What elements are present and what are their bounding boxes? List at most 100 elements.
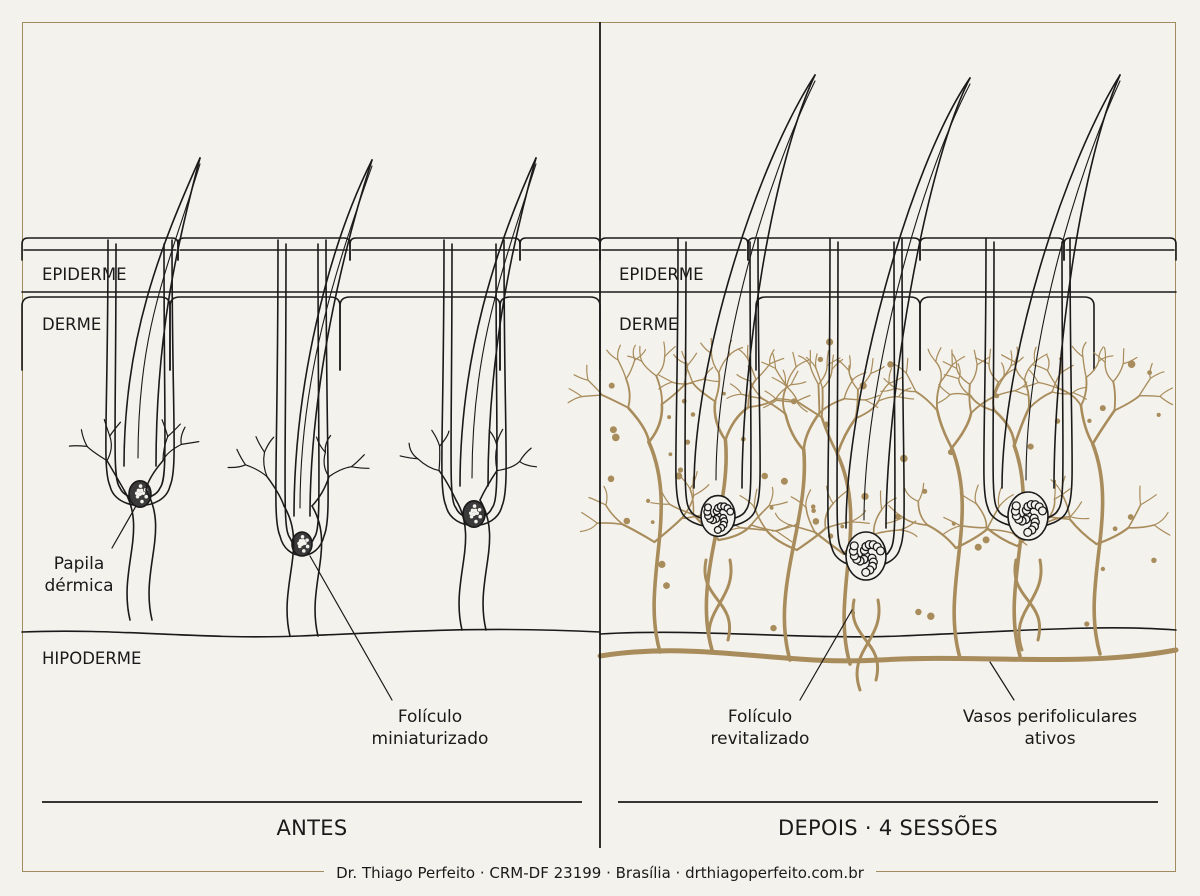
- after-vessel-branch: [655, 374, 663, 406]
- after-vessel-branch: [894, 387, 917, 393]
- after-vessel-branch: [936, 409, 953, 450]
- after-nutrient-dot: [650, 520, 655, 524]
- after-vessel-branch: [813, 531, 845, 556]
- before-vessel-branch: [438, 445, 441, 472]
- after-vessel-branch: [854, 400, 880, 420]
- after-nutrient-dot: [982, 536, 990, 544]
- after-vessel-branch: [714, 371, 721, 403]
- after-vessel-branch: [1069, 501, 1083, 518]
- after-vessel-trunk: [1012, 444, 1026, 658]
- after-vessel-branch: [740, 393, 763, 399]
- after-vessel-branch: [782, 384, 788, 416]
- before-vessel-branch: [438, 469, 457, 501]
- after-vessel-trunk: [949, 446, 964, 660]
- after-vessel-branch: [1098, 346, 1104, 362]
- after-vessel-branch: [1113, 394, 1141, 412]
- after-follicle-2-outer-sheath: [827, 237, 905, 569]
- after-vessel-branch: [588, 496, 607, 506]
- after-vessel-branch: [786, 366, 797, 387]
- before-vessel-branch: [350, 466, 370, 469]
- before-vessel-branch: [324, 434, 332, 453]
- papilla-callout-line1: Papila: [53, 554, 105, 574]
- after-vessel-branch: [850, 521, 870, 524]
- after-nutrient-dot: [794, 523, 799, 529]
- after-vessel-branch: [927, 348, 937, 363]
- after-vessel-branch: [898, 396, 915, 400]
- after-vessel-branch: [729, 383, 742, 395]
- after-vessel-branch: [820, 415, 839, 456]
- after-vessel-branch: [1081, 341, 1087, 358]
- after-vessel-branch: [632, 344, 636, 361]
- after-vessel-branch: [1014, 390, 1030, 397]
- after-vessel-branch: [655, 356, 666, 377]
- after-vessel-branch: [798, 355, 811, 366]
- before-vessel-trunk: [479, 499, 491, 631]
- after-vessel-branch: [1085, 360, 1100, 379]
- after-epidermis-cell: [1063, 237, 1177, 261]
- before-follicle-2-shaft-core: [299, 165, 373, 509]
- after-vessel-branch: [769, 357, 785, 365]
- after-vessel-branch: [955, 367, 971, 385]
- after-nutrient-dot: [994, 393, 1000, 399]
- before-dermis-label: DERME: [42, 315, 102, 334]
- after-nutrient-dot: [974, 543, 982, 551]
- before-vessel-trunk: [455, 499, 467, 631]
- after-vessel-branch: [938, 384, 951, 396]
- after-vessel-branch: [1059, 364, 1074, 374]
- before-follicle-1-shaft-core: [137, 163, 201, 459]
- after-vessel-branch: [1079, 404, 1094, 446]
- before-vessel-branch: [439, 430, 450, 447]
- after-vessel-branch: [603, 485, 608, 506]
- before-follicle-2-shaft-left: [293, 159, 373, 517]
- after-nutrient-dot: [667, 415, 672, 420]
- after-vessel-branch: [769, 349, 775, 365]
- before-epidermis-cell: [21, 237, 179, 261]
- after-vessel-branch: [904, 487, 919, 502]
- before-follicle-3-inner-sheath: [450, 243, 498, 520]
- after-nutrient-dot: [1084, 621, 1090, 627]
- after-nutrient-dot: [1127, 360, 1136, 369]
- after-follicle-3-shaft-left: [1001, 74, 1121, 489]
- revitalized-callout-leader: [799, 609, 853, 701]
- after-vessel-branch: [587, 379, 604, 396]
- after-vessel-branch: [795, 527, 827, 552]
- vessels-callout-line1: Vasos perifoliculares: [962, 707, 1138, 727]
- after-vessel-branch: [821, 369, 833, 390]
- footer-credit: Dr. Thiago Perfeito · CRM-DF 23199 · Bra…: [0, 864, 1200, 882]
- after-vessel-branch: [641, 360, 657, 377]
- before-follicle-3-shaft-right: [487, 157, 537, 487]
- after-vessel-branch: [857, 372, 872, 391]
- papilla-callout-leader: [111, 505, 137, 549]
- after-vessel-branch: [774, 367, 788, 387]
- before-follicle-3-papilla-cell: [469, 514, 474, 519]
- before-vessel-branch: [161, 419, 169, 438]
- after-vessel-branch: [1140, 494, 1157, 506]
- after-epidermis-cell: [599, 237, 749, 261]
- after-vessel-branch: [850, 510, 867, 523]
- after-vessel-branch: [1127, 524, 1155, 529]
- after-nutrient-dot: [810, 504, 816, 510]
- after-vessel-branch: [997, 487, 1002, 508]
- after-nutrient-dot: [675, 472, 683, 480]
- before-follicle-1-papilla-cell: [138, 484, 143, 488]
- after-vessel-branch: [737, 348, 749, 361]
- after-papilla-loop: [1013, 558, 1042, 642]
- after-vessel-branch: [998, 494, 1014, 508]
- after-nutrient-dot: [623, 517, 631, 525]
- before-follicle-3-papilla-cell: [472, 512, 476, 516]
- after-vessel-branch: [1068, 518, 1098, 546]
- before-vessel-branch: [266, 475, 285, 507]
- after-vessel-branch: [1103, 347, 1107, 364]
- after-nutrient-dot: [922, 488, 928, 494]
- after-vessel-branch: [802, 411, 821, 452]
- after-vessel-branch: [768, 486, 774, 507]
- before-follicle-2-papilla-cell: [298, 539, 303, 543]
- after-epidermis-label: EPIDERME: [619, 265, 704, 284]
- after-vessel-branch: [586, 364, 589, 381]
- after-nutrient-dot: [690, 412, 696, 417]
- before-follicle-1-papilla-cell: [139, 488, 144, 493]
- after-vessel-branch: [959, 493, 977, 505]
- before-follicle-2-papilla-cell: [305, 544, 310, 549]
- after-vessel-branch: [974, 484, 979, 505]
- after-vessel-branch: [573, 374, 589, 381]
